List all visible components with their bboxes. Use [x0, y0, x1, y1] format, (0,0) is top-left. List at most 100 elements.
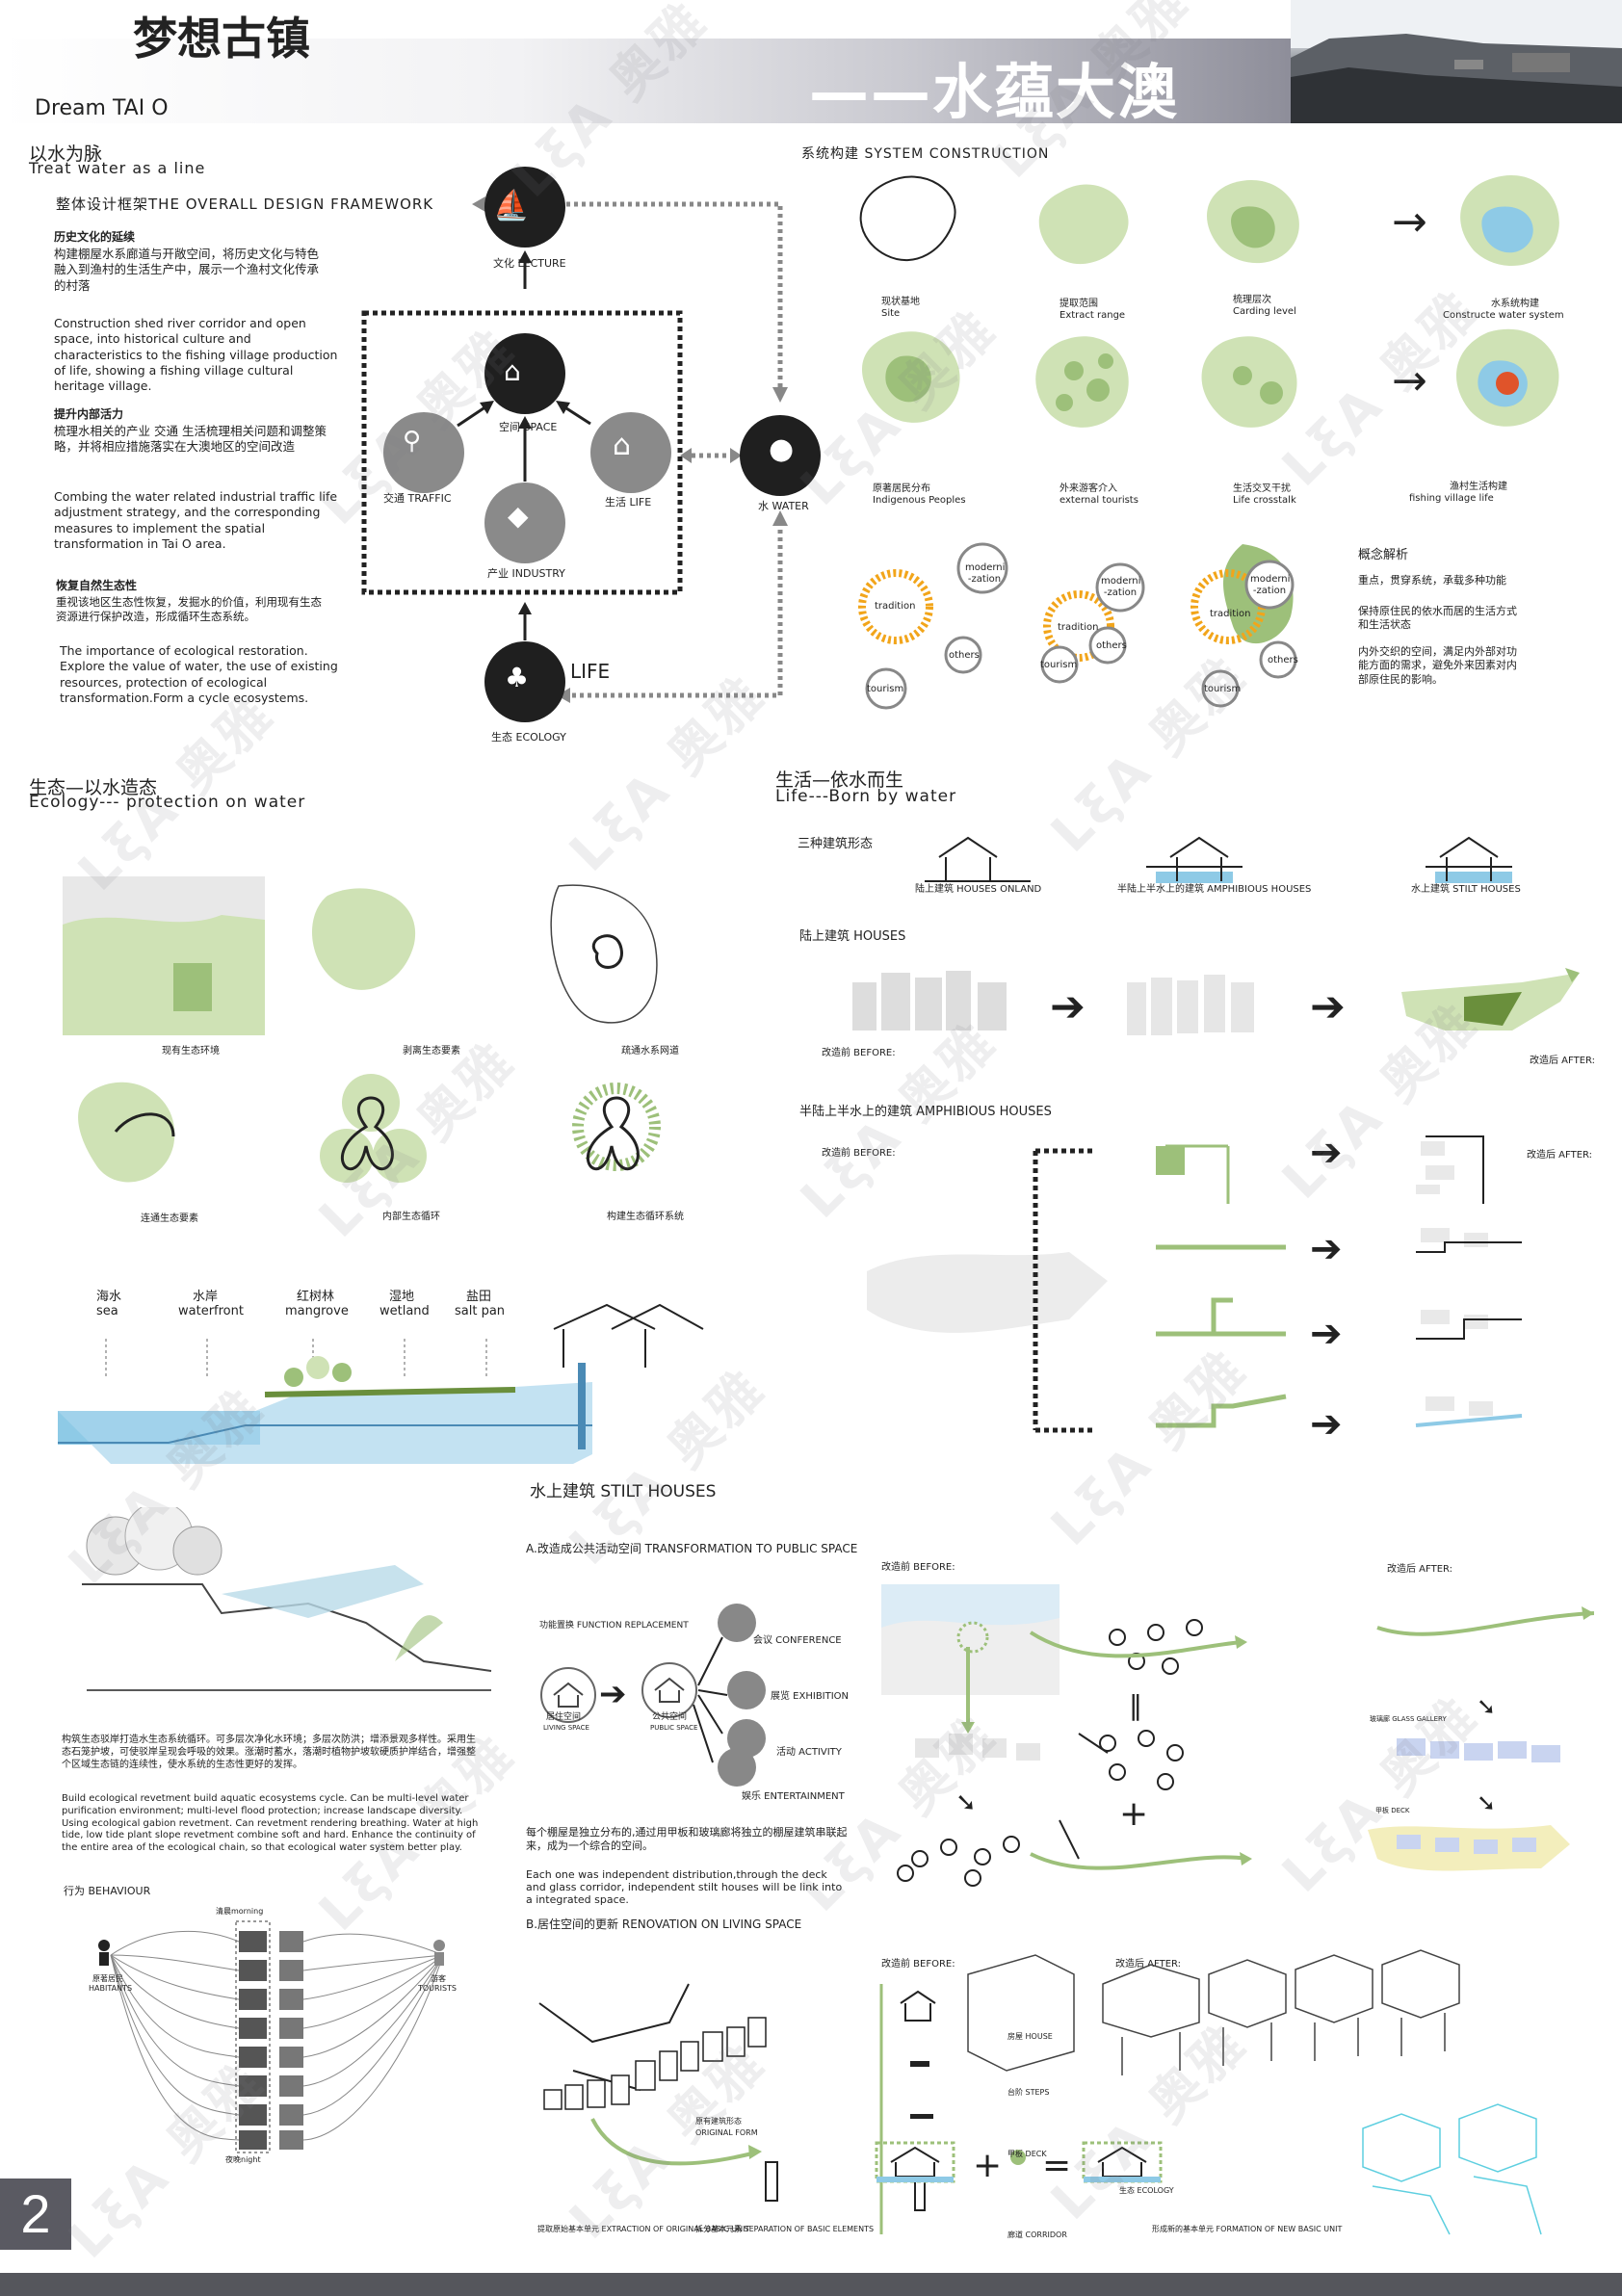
boat-icon: ⛵ [493, 189, 530, 222]
section-label-mangrove-cn: 红树林 [297, 1290, 335, 1304]
svg-text:➔: ➔ [1310, 1312, 1343, 1356]
carding-label-en: Carding level [1233, 306, 1296, 317]
separation-label: 拆分基本元素 SEPARATION OF BASIC ELEMENTS [695, 2225, 875, 2233]
tourists-label-cn: 外来游客介入 [1060, 483, 1117, 494]
waterfront-section-diagram [58, 1303, 704, 1464]
water-drop-icon: ● [769, 432, 795, 466]
entertainment-label: 娱乐 ENTERTAINMENT [742, 1791, 845, 1802]
svg-text:=: = [1042, 2146, 1071, 2185]
p3-en: The importance of ecological restoration… [60, 643, 338, 705]
section-label-mangrove-en: mangrove [285, 1304, 349, 1318]
ecology-maps [63, 876, 661, 1183]
public-space-cn: 公共空间 [652, 1712, 688, 1722]
house-amph-label: 半陆上半水上的建筑 AMPHIBIOUS HOUSES [1117, 884, 1312, 895]
tourists-cn: 游客 [431, 1974, 446, 1983]
site-label-cn: 现状基地 [881, 297, 920, 307]
stilt-before-label: 改造前 BEFORE: [881, 1562, 955, 1573]
tourists-en: TOURISTS [418, 1984, 457, 1993]
p2-en: Combing the water related industrial tra… [54, 489, 338, 551]
home-icon: ⌂ [613, 429, 632, 462]
section-label-wetland-en: wetland [379, 1304, 430, 1318]
amphibious-transformation: ➔ ➔ ➔ ➔ [867, 1131, 1523, 1447]
glass-gallery-label: 玻璃廊 GLASS GALLERY [1370, 1715, 1447, 1723]
eco-map-2-label: 剥离生态要素 [403, 1046, 460, 1057]
public-space-en: PUBLIC SPACE [650, 1724, 698, 1732]
stilt-desc-en: Each one was independent distribution,th… [526, 1868, 843, 1907]
page-title-en: Dream TAI O [35, 96, 169, 120]
page-number: 2 [0, 2179, 71, 2250]
eco-map-3-label: 疏通水系网道 [621, 1046, 679, 1057]
node-industry: 产业 INDUSTRY [487, 567, 565, 580]
function-replacement-diagram: ➔ [540, 1604, 766, 1787]
habitants-en: HABITANTS [89, 1984, 133, 1993]
eco-map-6-label: 构建生态循环系统 [607, 1212, 684, 1222]
ring-modernization-3: moderni -zation [1250, 574, 1291, 596]
eco-label: 生态 ECOLOGY [1119, 2186, 1174, 2195]
concept-2: 保持原住民的依水而居的生活方式和生活状态 [1358, 605, 1517, 632]
revetment-desc-cn: 构筑生态驳岸打造水生态系统循环。可多层次净化水环境；多层次防洪；增添景观多样性。… [62, 1735, 476, 1770]
svg-text:➔: ➔ [599, 1675, 627, 1713]
ecology-title-en: Ecology--- protection on water [29, 793, 306, 812]
house-icon: ⌂ [504, 355, 521, 387]
amph-title: 半陆上半水上的建筑 AMPHIBIOUS HOUSES [799, 1105, 1052, 1119]
indigenous-label-cn: 原著居民分布 [873, 483, 930, 494]
svg-text:➔: ➔ [1050, 982, 1086, 1031]
eco-map-4-label: 连通生态要素 [141, 1213, 198, 1224]
node-life-big: LIFE [570, 660, 611, 683]
morning-label: 清晨morning [216, 1907, 264, 1916]
element-deck: 甲板 DECK [1007, 2150, 1047, 2158]
three-forms-label: 三种建筑形态 [798, 837, 874, 851]
system-title: 系统构建 SYSTEM CONSTRUCTION [801, 146, 1050, 162]
node-traffic: 交通 TRAFFIC [383, 492, 452, 505]
tradition-rings [858, 542, 1297, 710]
life-title-en: Life---Born by water [775, 787, 957, 806]
ring-tradition-1: tradition [875, 601, 916, 612]
stilt-after-label: 改造后 AFTER: [1387, 1564, 1453, 1575]
houses-transformation: ➔ ➔ [852, 968, 1580, 1035]
header-photo [1291, 0, 1622, 123]
exhibition-label: 展览 EXHIBITION [771, 1691, 850, 1702]
crosstalk-label-en: Life crosstalk [1233, 495, 1296, 506]
sec1-title-en: Treat water as a line [29, 159, 206, 177]
house-stilt-label: 水上建筑 STILT HOUSES [1411, 884, 1521, 895]
formation-label: 形成新的基本单元 FORMATION OF NEW BASIC UNIT [1152, 2225, 1343, 2233]
svg-text:→: → [1392, 356, 1427, 405]
svg-text:➘: ➘ [1477, 1693, 1496, 1720]
living-space-en: LIVING SPACE [543, 1724, 589, 1732]
crosstalk-label-cn: 生活交叉干扰 [1233, 483, 1291, 494]
extract-label-cn: 提取范围 [1060, 299, 1098, 309]
svg-text:→: → [1392, 197, 1427, 247]
node-space: 空间 SPACE [499, 421, 558, 433]
p3-cn: 重视该地区生态性恢复，发掘水的价值，利用现有生态资源进行保护改造，形成循环生态系… [56, 595, 322, 623]
framework-diagram [361, 167, 821, 722]
revetment-desc-en: Build ecological revetment build aquatic… [62, 1793, 479, 1854]
svg-text:➔: ➔ [1310, 1131, 1343, 1175]
ring-others-3: others [1268, 655, 1298, 665]
eco-map-1-label: 现有生态环境 [162, 1046, 220, 1057]
house-onland-label: 陆上建筑 HOUSES ONLAND [915, 884, 1042, 895]
site-label-en: Site [881, 308, 901, 319]
svg-text:+: + [1119, 1794, 1148, 1834]
living-before-label: 改造前 BEFORE: [881, 1959, 955, 1970]
revetment-section-sketch [82, 1507, 492, 1691]
ring-others-2: others [1096, 640, 1127, 651]
concept-1: 重点，贯穿系统，承载多种功能 [1358, 574, 1506, 587]
ring-tourism-1: tourism [867, 684, 904, 694]
ring-tradition-2: tradition [1058, 622, 1099, 633]
ring-modernization-1: moderni -zation [965, 562, 1006, 585]
framework-title: 整体设计框架THE OVERALL DESIGN FRAMEWORK [56, 196, 434, 213]
stilt-a-title: A.改造成公共活动空间 TRANSFORMATION TO PUBLIC SPA… [526, 1542, 858, 1555]
svg-text:➔: ➔ [1310, 1227, 1343, 1271]
node-ecology: 生态 ECOLOGY [491, 731, 566, 744]
svg-text:‖: ‖ [1129, 1689, 1142, 1721]
amph-after-label: 改造后 AFTER: [1527, 1150, 1593, 1161]
svg-text:➘: ➘ [1477, 1789, 1496, 1816]
section-label-saltpan-cn: 盐田 [466, 1290, 492, 1304]
p1-title: 历史文化的延续 [54, 230, 136, 244]
original-form-en: ORIGINAL FORM [695, 2128, 758, 2137]
hiker-icon: ⚲ [403, 427, 422, 456]
p1-en: Construction shed river corridor and ope… [54, 316, 338, 393]
page-subtitle: ——水蕴大澳 [809, 57, 1180, 127]
section-label-saltpan-en: salt pan [455, 1304, 506, 1318]
houses-after-label: 改造后 AFTER: [1530, 1056, 1596, 1066]
